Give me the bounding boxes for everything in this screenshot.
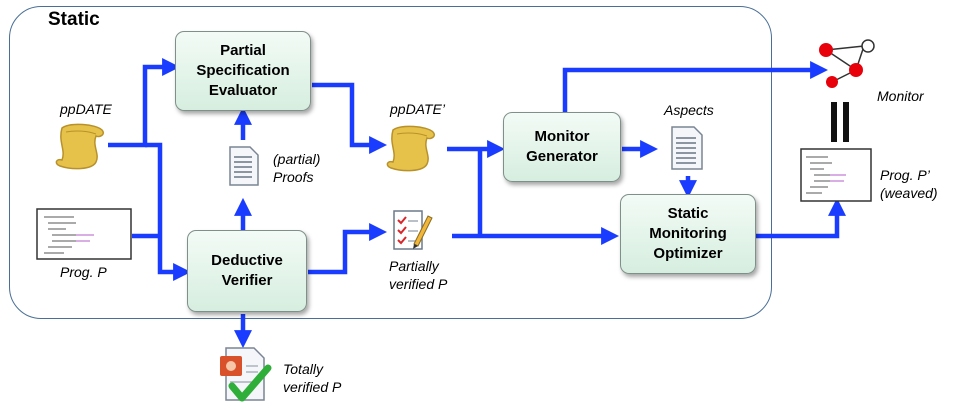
box-line: Deductive	[211, 252, 283, 269]
ppdate-label: ppDATE	[60, 101, 112, 117]
arrow-verifier-to-partially-verified	[308, 223, 388, 275]
deductive-verifier-box: Deductive Verifier	[187, 230, 307, 312]
arrow-evaluator-to-ppdate-prime	[312, 82, 388, 154]
aspects-label: Aspects	[664, 102, 714, 118]
prog-p-prime-label: Prog. P’ (weaved)	[880, 166, 938, 202]
label-line: (weaved)	[880, 185, 938, 201]
box-line: Partial	[220, 42, 266, 59]
document-icon	[671, 126, 703, 170]
label-line: Proofs	[273, 169, 314, 185]
box-line: Evaluator	[208, 82, 278, 99]
static-monitoring-optimizer-box: Static Monitoring Optimizer	[620, 194, 756, 274]
equality-icon	[831, 102, 849, 142]
box-line: Generator	[526, 148, 598, 165]
monitor-generator-box: Monitor Generator	[503, 112, 621, 182]
arrow-generator-to-monitor	[562, 61, 829, 112]
box-line: Static	[667, 205, 709, 222]
totally-verified-label: Totally verified P	[283, 360, 341, 396]
box-line: Specification	[196, 62, 290, 79]
document-icon	[229, 146, 259, 186]
label-line: (partial)	[273, 151, 321, 167]
ppdate-prime-label: ppDATE’	[390, 101, 445, 117]
arrow-ppdate-to-verifier	[145, 142, 192, 281]
box-line: Monitor	[534, 128, 590, 145]
arrow-ppdate-to-evaluator	[108, 58, 181, 148]
box-line: Verifier	[221, 272, 273, 289]
checklist-pencil-icon	[393, 210, 433, 250]
code-listing-icon	[36, 208, 132, 260]
label-line: verified P	[389, 276, 448, 292]
verified-document-icon	[220, 347, 272, 402]
box-line: Optimizer	[653, 245, 723, 262]
label-line: Prog. P’	[880, 167, 930, 183]
label-line: verified P	[283, 379, 342, 395]
region-title: Static	[48, 9, 100, 30]
label-line: Totally	[283, 361, 323, 377]
arrow-optimizer-to-prog-prime	[756, 197, 846, 239]
monitor-label: Monitor	[877, 88, 924, 104]
code-listing-icon	[800, 148, 872, 202]
partial-specification-evaluator-box: Partial Specification Evaluator	[175, 31, 311, 111]
scroll-icon	[386, 125, 436, 172]
partially-verified-label: Partially verified P	[389, 257, 447, 293]
partial-proofs-label: (partial) Proofs	[273, 150, 320, 186]
label-line: Partially	[389, 258, 439, 274]
box-line: Monitoring	[649, 225, 727, 242]
prog-p-label: Prog. P	[60, 264, 107, 280]
scroll-icon	[55, 123, 105, 170]
state-machine-icon	[819, 39, 875, 88]
